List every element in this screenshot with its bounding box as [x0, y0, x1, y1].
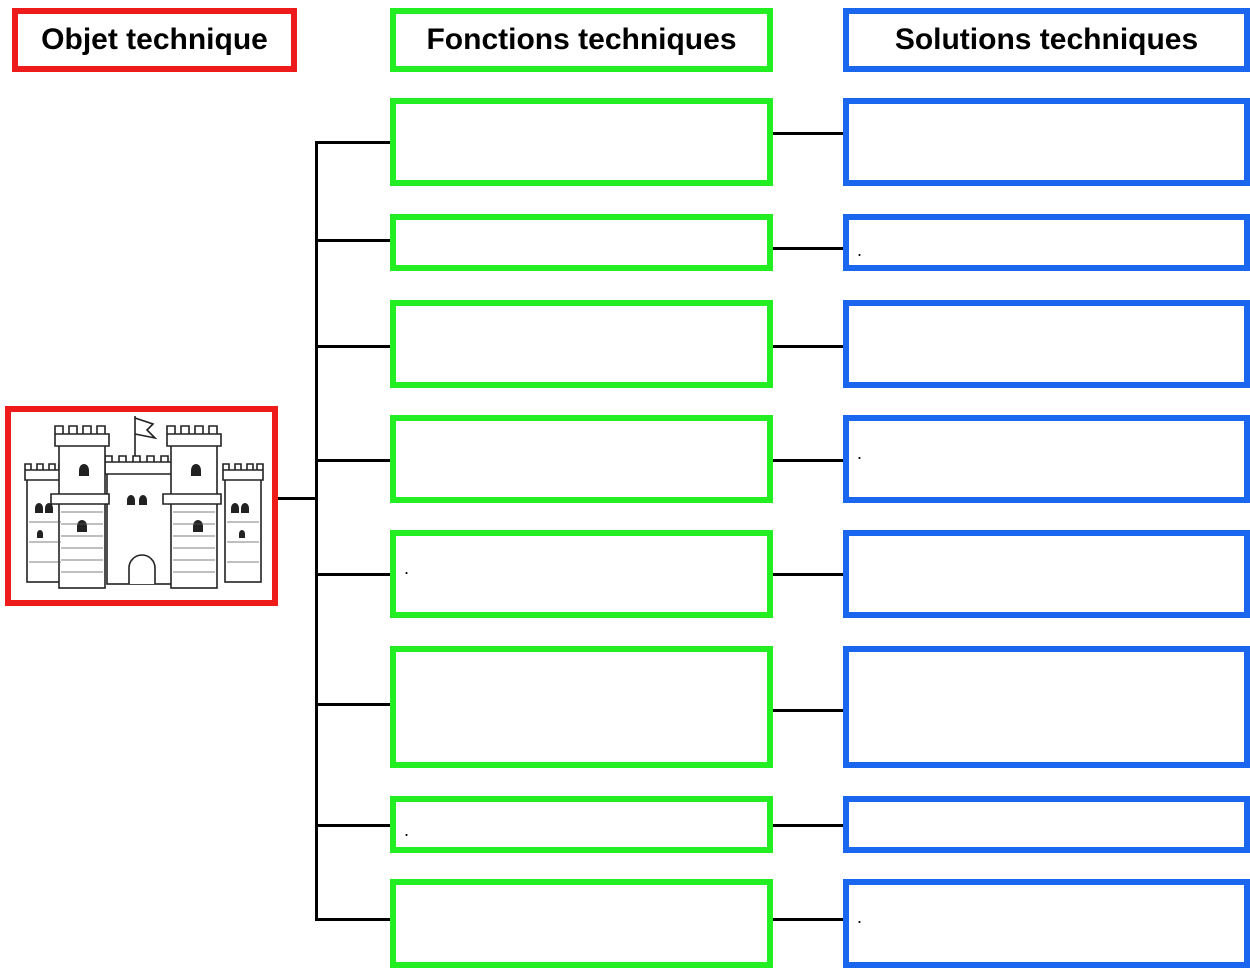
connector-branch-6 — [315, 703, 391, 706]
connector-object-to-trunk — [278, 497, 318, 500]
solution-text-2: . — [857, 240, 863, 260]
function-text-5: . — [404, 558, 410, 578]
header-solutions-label: Solutions techniques — [894, 23, 1199, 56]
header-objet-technique: Objet technique — [12, 8, 297, 72]
connector-branch-1 — [315, 141, 391, 144]
function-box-1[interactable] — [390, 98, 773, 186]
connector-row-3 — [772, 345, 844, 348]
solution-box-4[interactable]: . — [843, 415, 1250, 503]
connector-row-8 — [772, 918, 844, 921]
connector-branch-2 — [315, 239, 391, 242]
castle-icon — [24, 416, 264, 589]
solution-box-3[interactable] — [843, 300, 1250, 388]
connector-row-4 — [772, 459, 844, 462]
function-box-6[interactable] — [390, 646, 773, 768]
header-objet-label: Objet technique — [41, 23, 268, 56]
connector-row-7 — [772, 824, 844, 827]
function-box-5[interactable]: . — [390, 530, 773, 618]
connector-branch-8 — [315, 918, 391, 921]
connector-trunk — [315, 141, 318, 921]
function-box-2[interactable] — [390, 214, 773, 271]
function-box-4[interactable] — [390, 415, 773, 503]
connector-branch-7 — [315, 824, 391, 827]
solution-text-4: . — [857, 443, 863, 463]
castle-image-frame — [5, 406, 278, 606]
connector-branch-4 — [315, 459, 391, 462]
solution-text-8: . — [857, 907, 863, 927]
connector-row-6 — [772, 709, 844, 712]
connector-branch-3 — [315, 345, 391, 348]
function-box-8[interactable] — [390, 879, 773, 968]
connector-row-2 — [772, 247, 844, 250]
connector-row-5 — [772, 573, 844, 576]
solution-box-6[interactable] — [843, 646, 1250, 768]
connector-branch-5 — [315, 573, 391, 576]
solution-box-2[interactable]: . — [843, 214, 1250, 271]
function-box-3[interactable] — [390, 300, 773, 388]
function-box-7[interactable]: . — [390, 796, 773, 853]
solution-box-5[interactable] — [843, 530, 1250, 618]
solution-box-1[interactable] — [843, 98, 1250, 186]
header-solutions-techniques: Solutions techniques — [843, 8, 1250, 72]
function-text-7: . — [404, 820, 410, 840]
solution-box-8[interactable]: . — [843, 879, 1250, 968]
connector-row-1 — [772, 132, 844, 135]
solution-box-7[interactable] — [843, 796, 1250, 853]
header-fonctions-label: Fonctions techniques — [426, 23, 737, 56]
header-fonctions-techniques: Fonctions techniques — [390, 8, 773, 72]
